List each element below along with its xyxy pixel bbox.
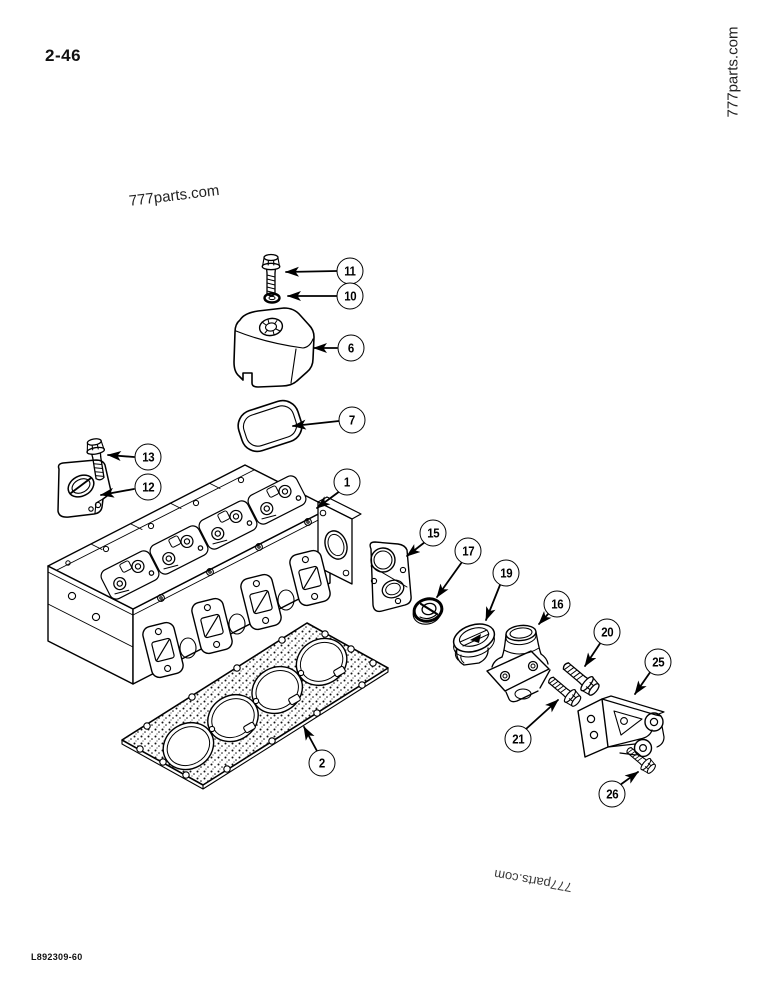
seal-drawing [412,597,444,625]
callout-19: 19 [492,559,520,587]
callout-26: 26 [598,780,626,808]
callout-1: 1 [333,468,361,496]
valve-cover-drawing [233,307,315,388]
callout-10: 10 [336,282,364,310]
callout-21: 21 [504,725,532,753]
flange-plate-drawing [369,541,412,613]
callout-arrows [100,266,652,786]
bolt-21-drawing [544,672,584,710]
head-gasket-drawing [121,622,389,790]
callout-7: 7 [338,406,366,434]
callout-16: 16 [543,590,571,618]
callout-11: 11 [336,257,364,285]
water-outlet-drawing [486,624,551,703]
lifting-bracket-drawing [57,459,112,518]
callout-12: 12 [134,473,162,501]
callout-2: 2 [308,749,336,777]
drawing-code: L892309-60 [31,952,83,962]
cylinder-head-drawing [47,464,362,685]
page-number: 2-46 [45,46,82,65]
callout-25: 25 [644,648,672,676]
valve-cover-gasket-drawing [237,399,303,453]
callout-15: 15 [419,519,447,547]
callout-6: 6 [337,334,365,362]
washer-10-drawing [263,292,281,304]
support-bracket-drawing [577,695,665,758]
bolt-26-drawing [622,743,659,777]
callout-20: 20 [593,618,621,646]
thermostat-drawing [452,623,496,666]
bolt-20-drawing [558,657,603,699]
callout-17: 17 [454,537,482,565]
bolt-11-drawing [261,253,281,297]
callout-13: 13 [134,443,162,471]
